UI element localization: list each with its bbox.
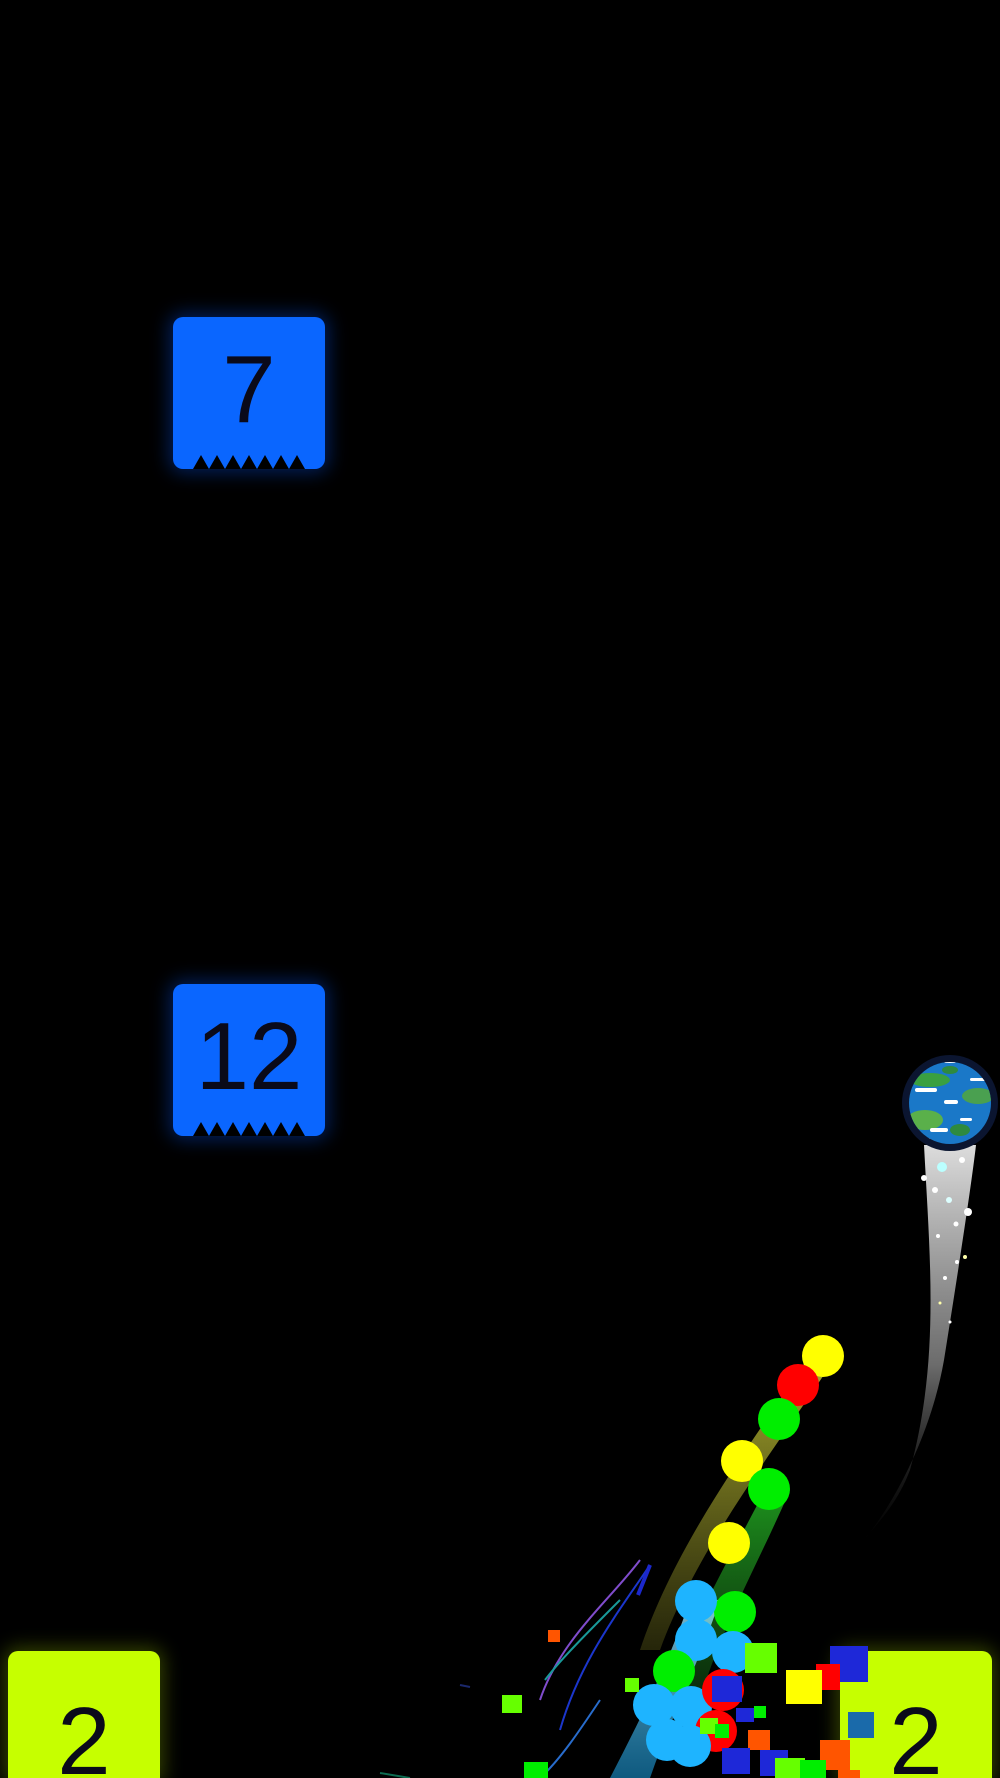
block-hit-count: 12 — [195, 1003, 303, 1110]
projectile-ball — [758, 1398, 800, 1440]
debris-square — [748, 1730, 770, 1750]
debris-square — [715, 1724, 729, 1738]
debris-square — [502, 1695, 522, 1713]
player-trail — [860, 1145, 976, 1545]
projectile-ball — [653, 1650, 695, 1692]
projectile-ball — [675, 1619, 717, 1661]
block-hit-count: 2 — [889, 1687, 943, 1778]
debris-square — [754, 1706, 766, 1718]
projectile-ball — [675, 1580, 717, 1622]
base-block-left: 2 — [8, 1651, 160, 1778]
debris-square — [524, 1762, 548, 1778]
projectile-ball — [748, 1468, 790, 1510]
debris-square — [722, 1748, 750, 1774]
projectile-balls — [633, 1335, 844, 1767]
obstacle-block: 12 — [173, 984, 325, 1136]
projectile-ball — [714, 1591, 756, 1633]
debris-square — [548, 1630, 560, 1642]
projectile-ball — [646, 1719, 688, 1761]
obstacle-block: 7 — [173, 317, 325, 469]
block-hit-count: 7 — [222, 336, 276, 443]
projectile-ball — [721, 1440, 763, 1482]
debris-square — [736, 1708, 754, 1722]
debris-square — [775, 1758, 805, 1778]
block-teeth-decoration — [193, 455, 305, 469]
projectile-ball — [633, 1684, 675, 1726]
debris-particles — [502, 1630, 805, 1778]
projectile-ball — [802, 1335, 844, 1377]
debris-square — [625, 1678, 639, 1692]
thin-streaks — [379, 1559, 652, 1778]
debris-square — [745, 1643, 777, 1673]
projectile-ball — [712, 1631, 754, 1673]
projectile-ball — [777, 1364, 819, 1406]
block-teeth-decoration — [193, 1122, 305, 1136]
base-block-right: 2 — [840, 1651, 992, 1778]
projectile-ball — [708, 1522, 750, 1564]
debris-square — [700, 1718, 718, 1734]
block-hit-count: 2 — [57, 1687, 111, 1778]
debris-square — [712, 1676, 742, 1702]
trail-sparkles — [921, 1157, 972, 1324]
earth-planet-icon[interactable] — [902, 1055, 998, 1151]
